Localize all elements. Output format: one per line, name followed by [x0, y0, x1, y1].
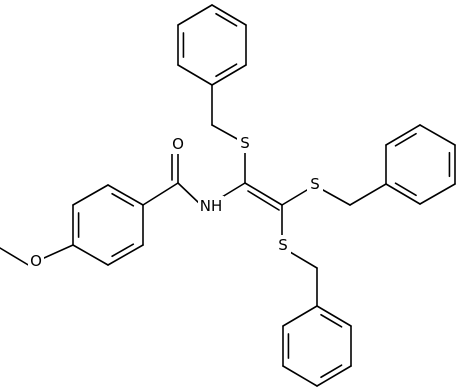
- amide-nitrogen-label: NH: [200, 197, 223, 215]
- carbonyl-oxygen-label: O: [172, 135, 184, 153]
- aryl-oxygen-bond: [43, 244, 74, 259]
- top-benzene-ring-bond: [177, 4, 213, 26]
- sulfur-3-label: S: [278, 236, 288, 254]
- sulfur-1-label: S: [240, 134, 250, 152]
- right-benzene-ring-double-bond: [394, 132, 417, 147]
- vinyl-nitrogen-bond: [221, 182, 246, 198]
- bottom-benzene-ring-bond: [316, 305, 352, 327]
- methoxyphenyl-ring-bond: [72, 184, 109, 206]
- vinyl-double-bond: [244, 182, 283, 206]
- bottom-benzene-ring-double-bond: [320, 364, 343, 379]
- methoxyphenyl-ring-double-bond: [111, 192, 135, 207]
- methoxyphenyl-ring-double-bond: [111, 243, 135, 258]
- ch2-right-ring-bond: [349, 183, 387, 206]
- sulfur-3-ch2-bond: [289, 251, 318, 269]
- sulfur-atom-1: S: [237, 133, 253, 153]
- top-benzene-ring-bond: [211, 4, 247, 26]
- bottom-benzene-ring-bond: [316, 365, 352, 387]
- carbonyl-aryl-bond: [142, 182, 179, 206]
- vinyl-sulfur-2-bond: [281, 189, 308, 206]
- sulfur-2-label: S: [310, 175, 320, 193]
- sulfur-atom-2: S: [307, 174, 323, 194]
- top-benzene-ring-bond: [211, 64, 247, 86]
- top-benzene-ring-double-bond: [215, 12, 238, 27]
- right-benzene-ring-bond: [385, 124, 421, 146]
- right-benzene-ring-bond: [385, 183, 421, 205]
- top-benzene-ring-double-bond: [215, 63, 238, 78]
- oxygen-methyl-bond: [0, 247, 31, 267]
- bottom-benzene-ring-double-bond: [320, 313, 343, 328]
- ch2-sulfur-1-bond: [211, 124, 240, 141]
- bottom-benzene-ring-bond: [282, 305, 318, 327]
- methoxyphenyl-ring-bond: [72, 244, 109, 266]
- bond-layer: [0, 4, 456, 387]
- right-benzene-ring-double-bond: [394, 182, 417, 197]
- carbonyl-oxygen: O: [170, 134, 186, 154]
- right-benzene-ring-bond: [419, 183, 456, 205]
- vinyl-double-bond-inner: [247, 190, 280, 211]
- top-benzene-ring-bond: [177, 64, 213, 86]
- sulfur-atom-3: S: [275, 235, 291, 255]
- nitrogen-carbonyl-bond: [177, 182, 201, 205]
- right-benzene-ring-bond: [419, 124, 456, 146]
- methoxy-oxygen: O: [28, 251, 44, 271]
- sulfur-2-ch2-bond: [322, 189, 351, 206]
- methoxyphenyl-ring-bond: [107, 244, 144, 266]
- amide-nitrogen: NH: [198, 196, 224, 216]
- bottom-benzene-ring-bond: [282, 365, 318, 387]
- methoxyphenyl-ring-bond: [107, 184, 144, 206]
- atom-label-layer: O NH S S S O: [28, 133, 323, 271]
- methoxy-oxygen-label: O: [30, 252, 42, 270]
